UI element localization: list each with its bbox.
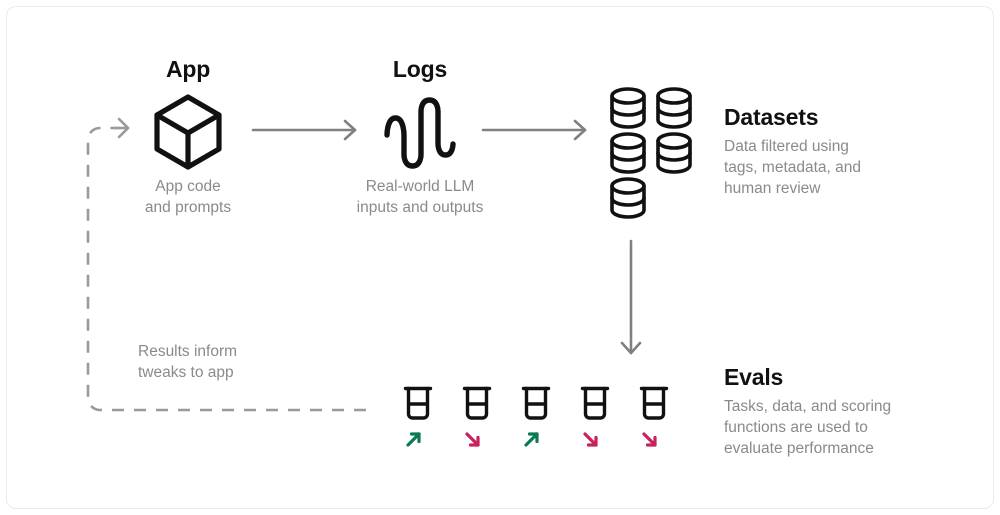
beaker-icon [521,386,551,420]
feedback-caption-line2: tweaks to app [138,364,234,381]
app-node-title: App [165,56,211,82]
feedback-caption-line1: Results inform [138,343,238,360]
beaker-icon [639,386,669,420]
logs-node-title: Logs [392,56,448,82]
datasets-caption-line2: tags, metadata, and [724,159,862,176]
datasets-caption-line1: Data filtered using [724,138,849,155]
arrow-down-right-icon [465,432,480,447]
eval-results-row [398,385,670,451]
arrow-down-icon [618,239,644,358]
datasets-title: Datasets [724,104,819,130]
waveform-icon [382,94,458,172]
arrow-up-right-icon [524,432,539,447]
arrow-up-right-icon [406,432,421,447]
dashed-loop-arrow-icon [84,117,384,417]
evals-caption-line1: Tasks, data, and scoring [724,398,892,415]
datasets-caption-line3: human review [724,180,821,197]
logs-node-caption-line1: Real-world LLM [365,178,475,195]
datasets-icon-cluster [608,85,698,219]
evals-caption-line3: evaluate performance [724,440,874,457]
app-node-caption-line1: App code [155,178,221,195]
arrow-right-icon [481,118,590,142]
arrow-down-right-icon [583,432,598,447]
beaker-icon [403,386,433,420]
app-node-caption-line2: and prompts [144,199,232,216]
evals-title: Evals [724,364,784,390]
cube-icon [150,92,226,172]
beaker-icon [580,386,610,420]
beaker-icon [462,386,492,420]
logs-node-caption-line2: inputs and outputs [356,199,484,216]
arrow-right-icon [251,118,360,142]
diagram-frame [6,6,994,509]
arrow-down-right-icon [642,432,657,447]
evals-caption-line2: functions are used to [724,419,868,436]
